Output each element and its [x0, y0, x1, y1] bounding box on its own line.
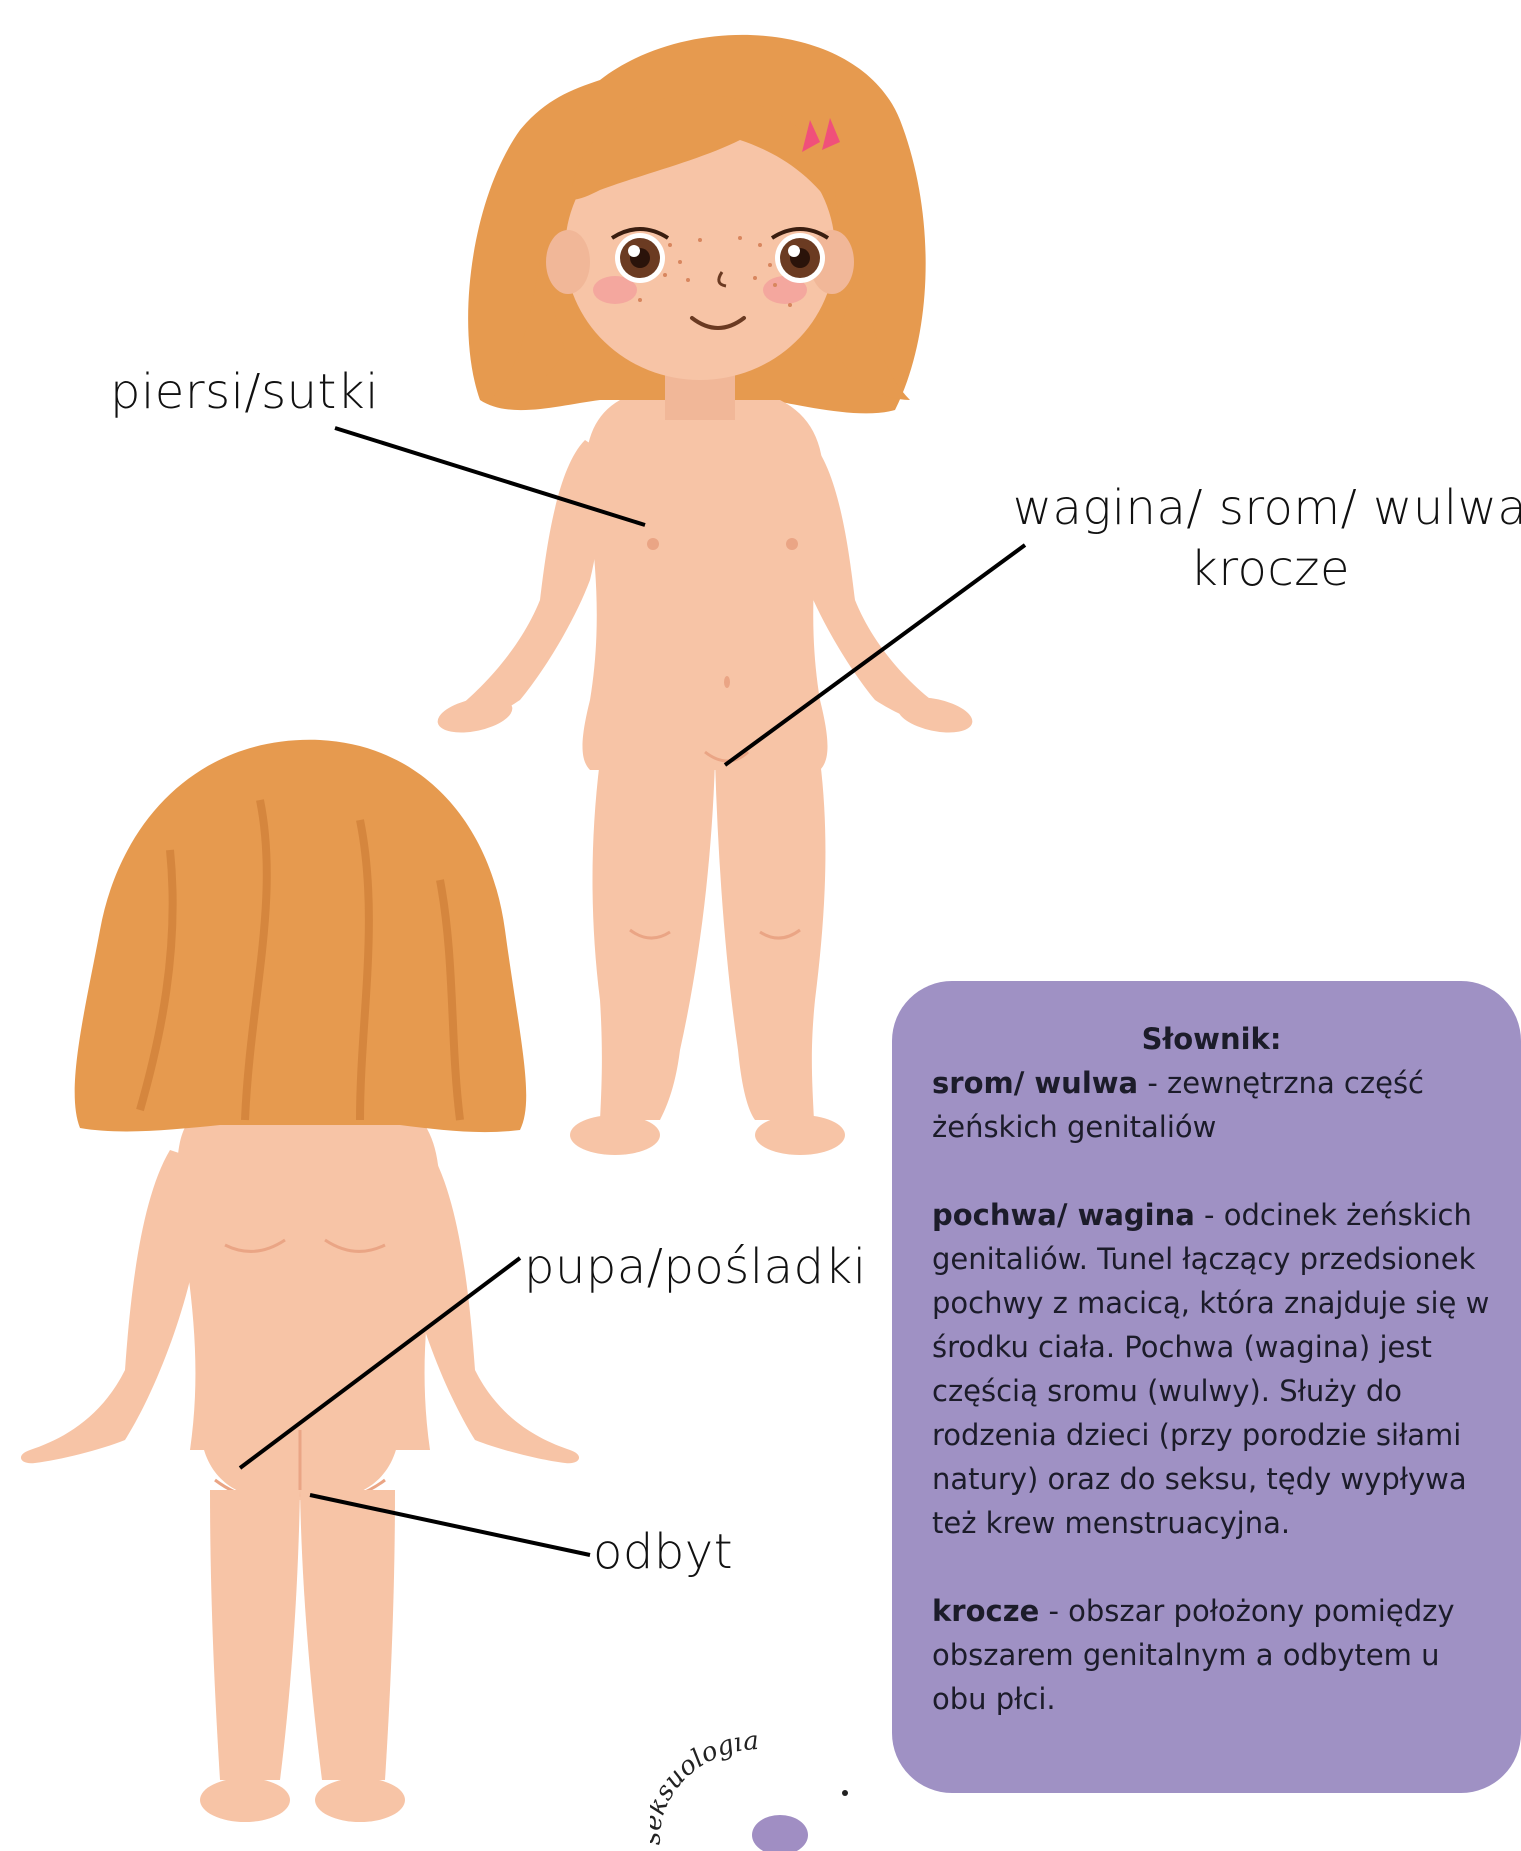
seksuologia-logo: seksuologia: [650, 1735, 870, 1851]
label-vulva: wagina/ srom/ wulwa krocze: [1000, 478, 1521, 600]
front-girl-figure: [435, 35, 976, 1155]
glossary-term: srom/ wulwa: [932, 1066, 1138, 1100]
glossary-term: krocze: [932, 1594, 1039, 1628]
glossary-entry: srom/ wulwa - zewnętrzna część żeńskich …: [932, 1061, 1491, 1149]
glossary-definition: - odcinek żeńskich genitaliów. Tunel łąc…: [932, 1198, 1489, 1540]
label-anus: odbyt: [593, 1528, 733, 1576]
svg-text:seksuologia: seksuologia: [650, 1735, 760, 1845]
glossary-panel: Słownik: srom/ wulwa - zewnętrzna część …: [892, 981, 1521, 1793]
label-buttocks: pupa/pośladki: [524, 1243, 867, 1291]
glossary-entry: krocze - obszar położony pomiędzy obszar…: [932, 1589, 1491, 1721]
glossary-entry: pochwa/ wagina - odcinek żeńskich genita…: [932, 1193, 1491, 1545]
back-left-arm: [21, 1150, 202, 1463]
label-vulva-line2: krocze: [1000, 539, 1521, 600]
front-left-arm: [446, 440, 602, 728]
glossary-title: Słownik:: [932, 1017, 1491, 1061]
back-girl-figure: [21, 740, 579, 1822]
back-right-leg: [300, 1490, 395, 1780]
back-torso: [177, 1110, 439, 1450]
glossary-term: pochwa/ wagina: [932, 1198, 1195, 1232]
front-right-leg: [715, 760, 825, 1120]
label-vulva-line1: wagina/ srom/ wulwa: [1000, 478, 1521, 539]
back-left-leg: [210, 1490, 300, 1780]
label-breasts: piersi/sutki: [110, 368, 379, 416]
front-left-leg: [593, 760, 716, 1120]
